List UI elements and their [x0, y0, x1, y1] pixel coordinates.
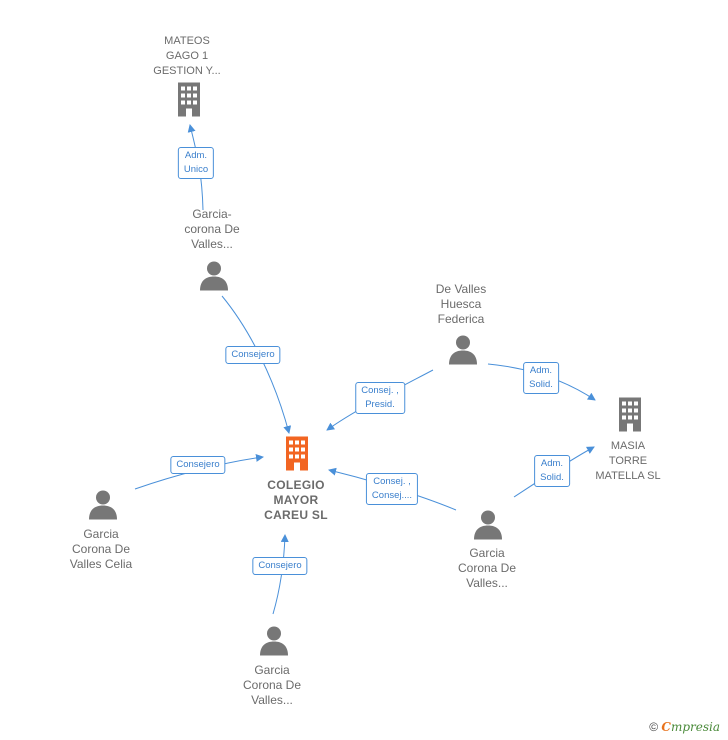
- building-icon-main[interactable]: [282, 436, 312, 476]
- edge-label-line: Presid.: [365, 399, 395, 410]
- edge-label-adm-unico: Adm. Unico: [177, 147, 215, 179]
- edge-label-consejero-top: Consejero: [225, 346, 281, 364]
- edge-label-line: Adm.: [540, 458, 564, 469]
- label-line: Valles Celia: [69, 557, 133, 571]
- label-line: TORRE: [608, 455, 648, 467]
- copyright-symbol: ©: [649, 720, 659, 734]
- node-label-masia[interactable]: MASIA TORRE MATELLA SL: [595, 439, 660, 484]
- brand-logo-text: mpresia: [670, 720, 720, 734]
- building-icon[interactable]: [174, 82, 204, 122]
- label-line: MATEOS: [164, 35, 210, 47]
- edge-label-consej-presid: Consej. , Presid.: [355, 382, 405, 414]
- brand-logo-letter: C: [661, 720, 671, 734]
- label-line: Corona De: [242, 678, 302, 692]
- node-label-garcia-corona-top[interactable]: Garcia- corona De Valles...: [184, 207, 239, 252]
- label-line: De Valles: [435, 282, 487, 296]
- edge-label-consej-consej: Consej. , Consej....: [365, 473, 419, 505]
- edge-label-adm-solid-1: Adm. Solid.: [523, 362, 559, 394]
- label-line: COLEGIO: [267, 478, 325, 492]
- label-line: MAYOR: [273, 493, 319, 507]
- label-line: Huesca: [440, 297, 482, 311]
- label-line: Federica: [437, 312, 485, 326]
- node-label-colegio[interactable]: COLEGIO MAYOR CAREU SL: [264, 478, 328, 523]
- label-line: Garcia: [83, 527, 119, 541]
- edge-label-line: Unico: [183, 164, 209, 175]
- person-icon[interactable]: [259, 626, 289, 661]
- edge-consejero-bottom: [272, 534, 289, 615]
- brand-watermark[interactable]: © Cmpresia: [649, 720, 720, 734]
- edge-label-consejero-bottom: Consejero: [252, 557, 308, 575]
- node-label-mateos[interactable]: MATEOS GAGO 1 GESTION Y...: [153, 34, 220, 79]
- label-line: CAREU SL: [264, 508, 328, 522]
- label-line: Valles...: [466, 576, 508, 590]
- label-line: MATELLA SL: [595, 470, 661, 482]
- label-line: MASIA: [610, 440, 646, 452]
- edge-label-line: Adm.: [529, 365, 553, 376]
- edge-label-adm-solid-2: Adm. Solid.: [534, 455, 570, 487]
- label-line: GESTION Y...: [153, 65, 221, 77]
- label-line: Garcia: [469, 546, 505, 560]
- label-line: Garcia-: [192, 207, 232, 221]
- node-label-garcia-bottom[interactable]: Garcia Corona De Valles...: [243, 663, 301, 708]
- edge-label-line: Consej. ,: [361, 385, 399, 396]
- person-icon[interactable]: [199, 261, 229, 296]
- node-label-garcia-celia[interactable]: Garcia Corona De Valles Celia: [70, 527, 132, 572]
- edge-label-line: Solid.: [540, 472, 564, 483]
- edge-label-line: Solid.: [529, 379, 553, 390]
- person-icon[interactable]: [448, 335, 478, 370]
- person-icon[interactable]: [473, 510, 503, 545]
- label-line: Corona De: [457, 561, 517, 575]
- node-label-garcia-right[interactable]: Garcia Corona De Valles...: [458, 546, 516, 591]
- label-line: Valles...: [251, 693, 293, 707]
- edge-label-consejero-left: Consejero: [170, 456, 226, 474]
- edge-label-line: Consej. ,: [373, 476, 411, 487]
- label-line: Corona De: [71, 542, 131, 556]
- edge-consejero-top: [221, 295, 292, 434]
- label-line: GAGO 1: [165, 50, 209, 62]
- person-icon[interactable]: [88, 490, 118, 525]
- edge-label-line: Consejero: [231, 349, 275, 360]
- edge-label-line: Adm.: [184, 150, 208, 161]
- label-line: corona De: [184, 222, 240, 236]
- node-label-de-valles-huesca[interactable]: De Valles Huesca Federica: [436, 282, 486, 327]
- edge-label-line: Consejero: [176, 459, 220, 470]
- edge-label-line: Consejero: [258, 560, 302, 571]
- edge-label-line: Consej....: [371, 490, 413, 501]
- label-line: Valles...: [191, 237, 233, 251]
- label-line: Garcia: [254, 663, 290, 677]
- building-icon[interactable]: [615, 397, 645, 437]
